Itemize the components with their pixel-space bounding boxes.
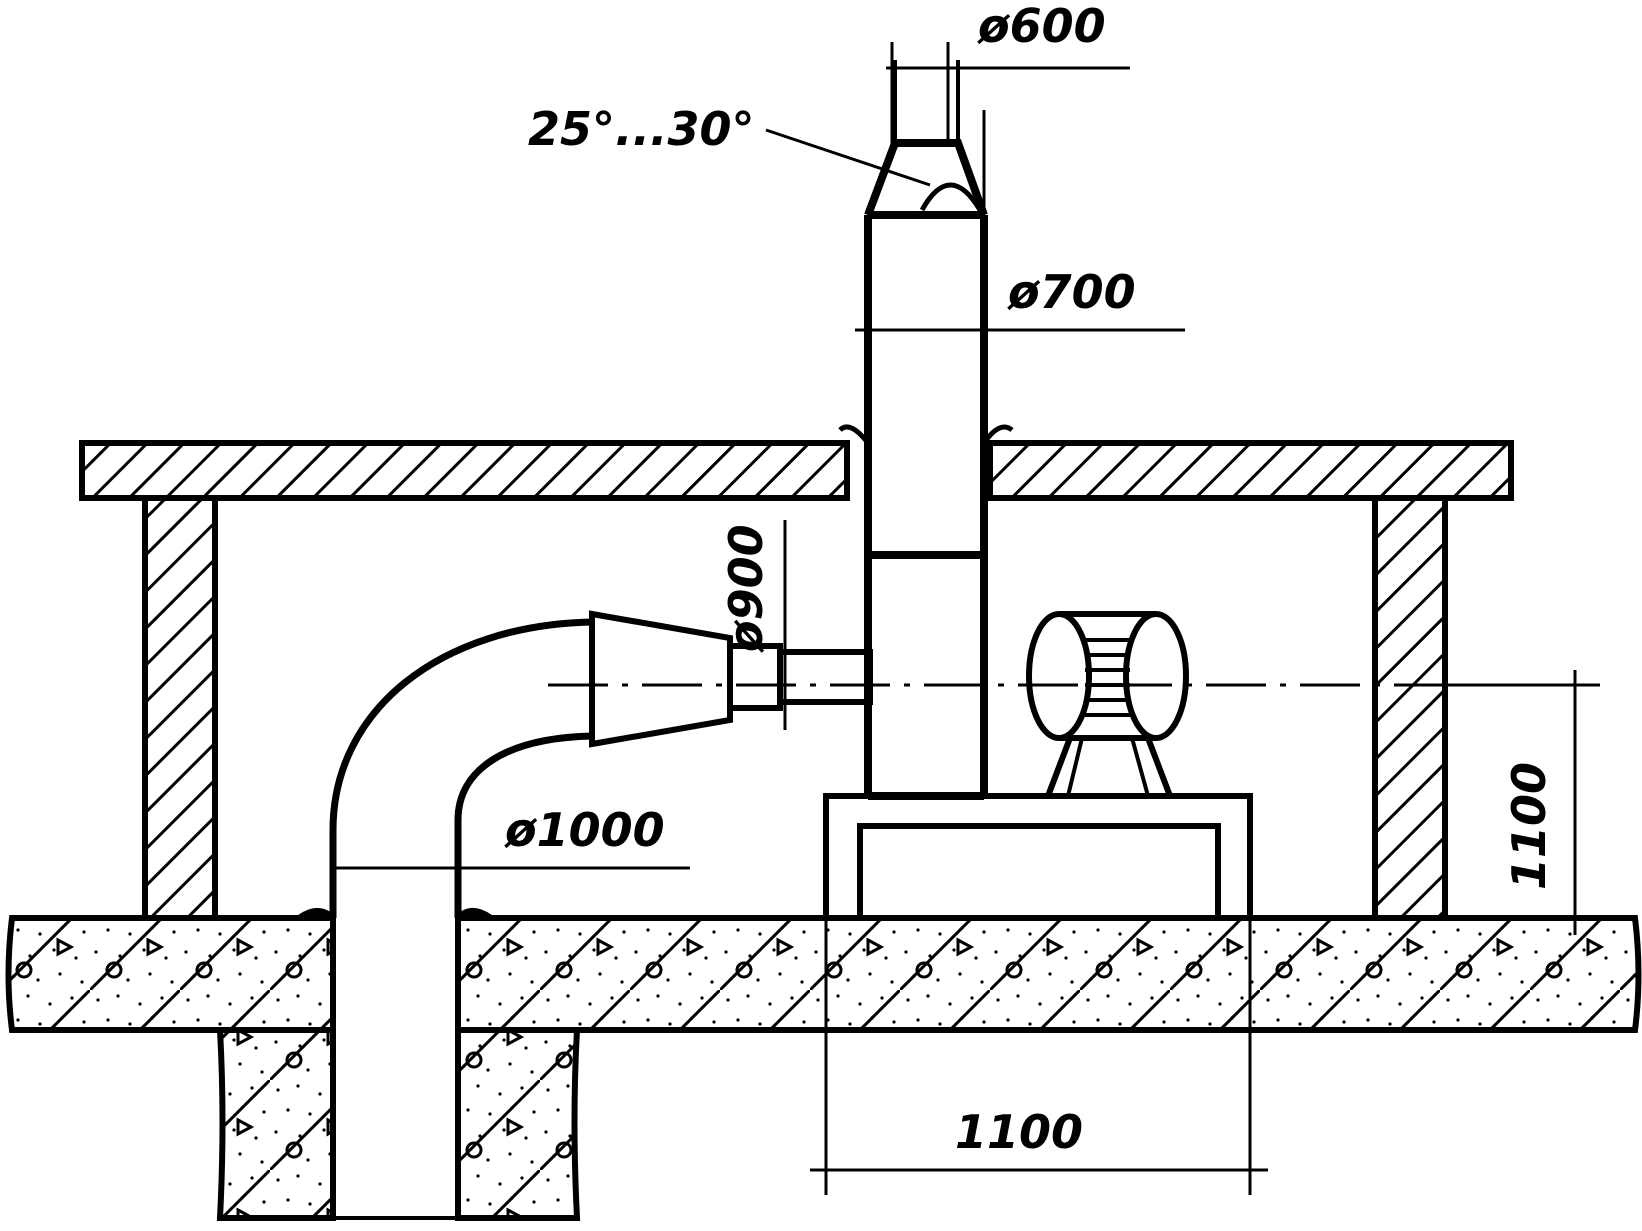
outlet-diameter-label: ø600 [977,0,1106,53]
elbow-diameter-label: ø1000 [504,803,665,857]
dimension-lines [330,42,1600,1195]
base-width-label: 1100 [955,1105,1083,1159]
underground-duct-walls [216,1027,581,1221]
fan-stack [838,60,1014,800]
stack-diameter-label: ø700 [1007,265,1136,319]
electric-motor [1026,611,1189,798]
left-wall [142,495,218,921]
shaft-height-label: 1100 [1502,762,1556,890]
cone-angle-label: 25°...30° [528,102,754,156]
floor-slab [5,915,1642,1033]
roof-slab [79,440,1514,501]
right-wall [1372,495,1448,921]
fan-inlet-diameter-label: ø900 [719,524,773,653]
elbow-duct [297,618,593,921]
fan-base [823,793,1253,918]
